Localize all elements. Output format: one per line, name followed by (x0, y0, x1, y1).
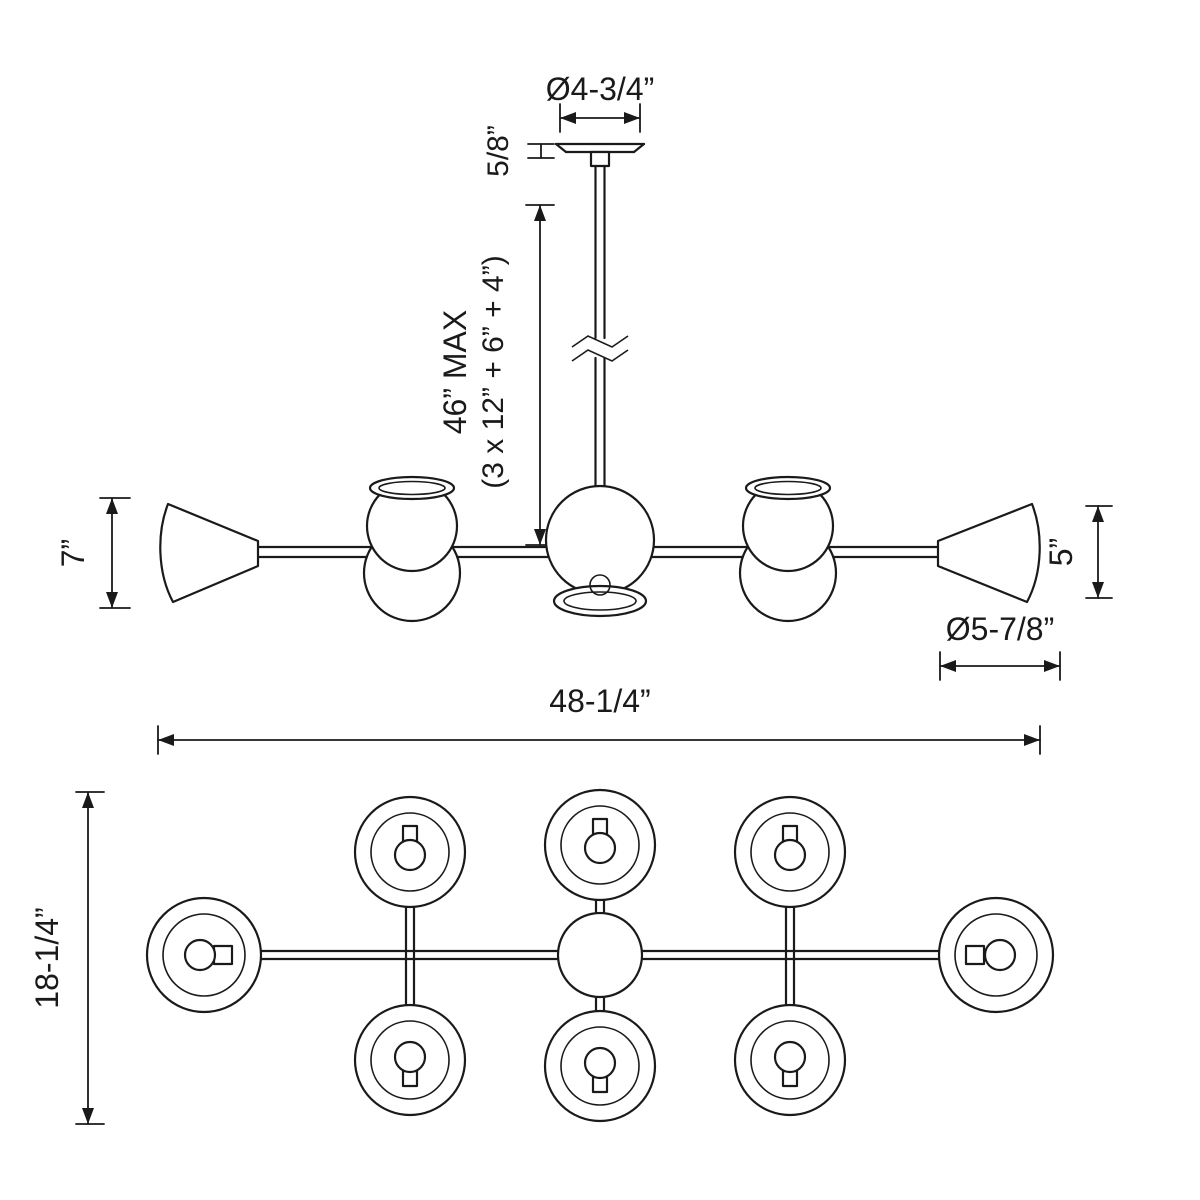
rod-break-symbol (571, 335, 629, 362)
canopy (554, 142, 646, 168)
plan-globe-bottom-center (543, 1009, 657, 1123)
canopy-diameter-dimension: Ø4-3/4” (546, 71, 654, 133)
overall-length-dimension: 48-1/4” (157, 683, 1041, 755)
right-globe-pair (738, 475, 838, 623)
bulb-socket (583, 831, 617, 865)
hanging-rod (571, 164, 629, 497)
socket-nub (401, 1069, 419, 1088)
center-sphere (544, 484, 656, 596)
shade-diameter-label: Ø5-7/8” (946, 611, 1054, 647)
bulb-socket (393, 838, 427, 872)
shade-diameter-dimension: Ø5-7/8” (939, 611, 1061, 681)
canopy-height-dimension: 5/8” (482, 125, 555, 177)
plan-globe-right (937, 896, 1055, 1014)
bulb-socket (773, 838, 807, 872)
rod-max-length-label: 46” MAX (437, 310, 473, 434)
center-globe-cluster (544, 484, 656, 618)
overall-length-label: 48-1/4” (549, 683, 650, 719)
rod-breakdown-label: (3 x 12” + 6” + 4”) (477, 255, 510, 488)
socket-nub (781, 824, 799, 843)
bulb-socket (773, 1040, 807, 1074)
center-bulb (589, 574, 611, 596)
right-shade-height-dimension: 5” (1043, 505, 1113, 599)
overall-depth-dimension: 18-1/4” (29, 791, 105, 1125)
left-shade-height-label: 7” (55, 539, 91, 567)
bulb-socket (393, 1040, 427, 1074)
plan-view: 18-1/4” (29, 788, 1055, 1125)
bulb-socket (983, 938, 1017, 972)
center-down-rim (552, 584, 648, 618)
central-hub (556, 911, 644, 999)
plan-globe-bottom-right (733, 1003, 847, 1117)
right-cone-shade (936, 502, 1041, 604)
plan-globe-bottom-left (353, 1003, 467, 1117)
socket-nub (591, 1075, 609, 1094)
overall-depth-label: 18-1/4” (29, 907, 65, 1008)
socket-nub (964, 944, 986, 966)
plan-globe-top-center (543, 788, 657, 902)
socket-nub (212, 944, 234, 966)
bulb-socket (183, 938, 217, 972)
plan-globe-left (145, 896, 263, 1014)
plan-globe-top-left (353, 795, 467, 909)
elevation-view: Ø4-3/4” 5/8” (55, 71, 1113, 755)
socket-nub (591, 817, 609, 836)
left-shade-height-dimension: 7” (55, 497, 131, 609)
right-shade-height-label: 5” (1043, 538, 1079, 566)
left-cone-shade (159, 502, 260, 604)
socket-nub (781, 1069, 799, 1088)
canopy-diameter-label: Ø4-3/4” (546, 71, 654, 107)
plan-globe-top-right (733, 795, 847, 909)
left-up-globe-rim (368, 475, 456, 501)
right-up-globe-rim (744, 475, 832, 501)
socket-nub (401, 824, 419, 843)
rod-length-dimension: 46” MAX (3 x 12” + 6” + 4”) (437, 204, 555, 546)
canopy-height-label: 5/8” (482, 125, 515, 177)
bulb-socket (583, 1046, 617, 1080)
left-globe-pair (362, 475, 462, 623)
